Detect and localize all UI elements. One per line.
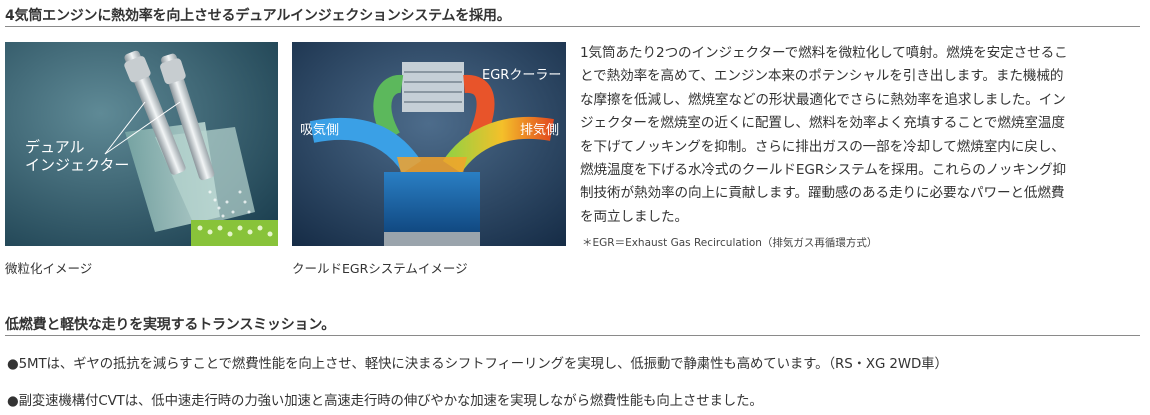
intake-side-label: 吸気側 <box>300 122 339 138</box>
bullet-5mt: ●5MTは、ギヤの抵抗を減らすことで燃費性能を向上させ、軽快に決まるシフトフィー… <box>7 357 948 372</box>
injector-image: デュアル インジェクター <box>5 42 278 246</box>
section-divider <box>5 26 1140 27</box>
section-heading-engine: 4気筒エンジンに熱効率を向上させるデュアルインジェクションシステムを採用。 <box>5 8 511 24</box>
engine-description-line: な摩擦を低減し、燃焼室などの形状最適化でさらに熱効率を追求しました。イン <box>580 91 1066 108</box>
engine-description-line: 制技術が熱効率の向上に貢献します。躍動感のある走りに必要なパワーと低燃費 <box>580 185 1065 202</box>
injector-caption: 微粒化イメージ <box>5 261 93 276</box>
egr-footnote: ＊EGR＝Exhaust Gas Recirculation（排気ガス再循環方式… <box>582 237 878 249</box>
section-divider <box>5 335 1140 336</box>
engine-description-line: を両立しました。 <box>580 208 688 225</box>
engine-description-line: とで熱効率を高めて、エンジン本来のポテンシャルを引き出します。また機械的 <box>580 68 1064 85</box>
egr-caption: クールドEGRシステムイメージ <box>292 261 468 276</box>
engine-description-line: を下げてノッキングを抑制。さらに排出ガスの一部を冷却して燃焼室内に戻し、 <box>580 138 1065 155</box>
egr-image: EGRクーラー 吸気側 排気側 <box>292 42 566 246</box>
exhaust-side-label: 排気側 <box>520 122 559 138</box>
engine-description-line: ジェクターを燃焼室の近くに配置し、燃料を効率よく充填することで燃焼室温度 <box>580 115 1065 132</box>
engine-description: 1気筒あたり2つのインジェクターで燃料を微粒化して噴射。燃焼を安定させるこ とで… <box>580 42 1142 229</box>
engine-description-line: 1気筒あたり2つのインジェクターで燃料を微粒化して噴射。燃焼を安定させるこ <box>580 45 1068 61</box>
engine-description-line: 燃焼温度を下げる水冷式のクールドEGRシステムを採用。これらのノッキング抑 <box>580 162 1066 179</box>
egr-illustration: EGRクーラー 吸気側 排気側 <box>292 42 566 246</box>
dual-injector-label-2: インジェクター <box>25 156 129 174</box>
egr-cooler-label: EGRクーラー <box>482 68 561 83</box>
dual-injector-label-1: デュアル <box>25 138 85 156</box>
injector-illustration: デュアル インジェクター <box>5 42 278 246</box>
bullet-cvt: ●副変速機構付CVTは、低中速走行時の力強い加速と高速走行時の伸びやかな加速を実… <box>7 394 763 409</box>
section-heading-transmission: 低燃費と軽快な走りを実現するトランスミッション。 <box>5 317 336 333</box>
